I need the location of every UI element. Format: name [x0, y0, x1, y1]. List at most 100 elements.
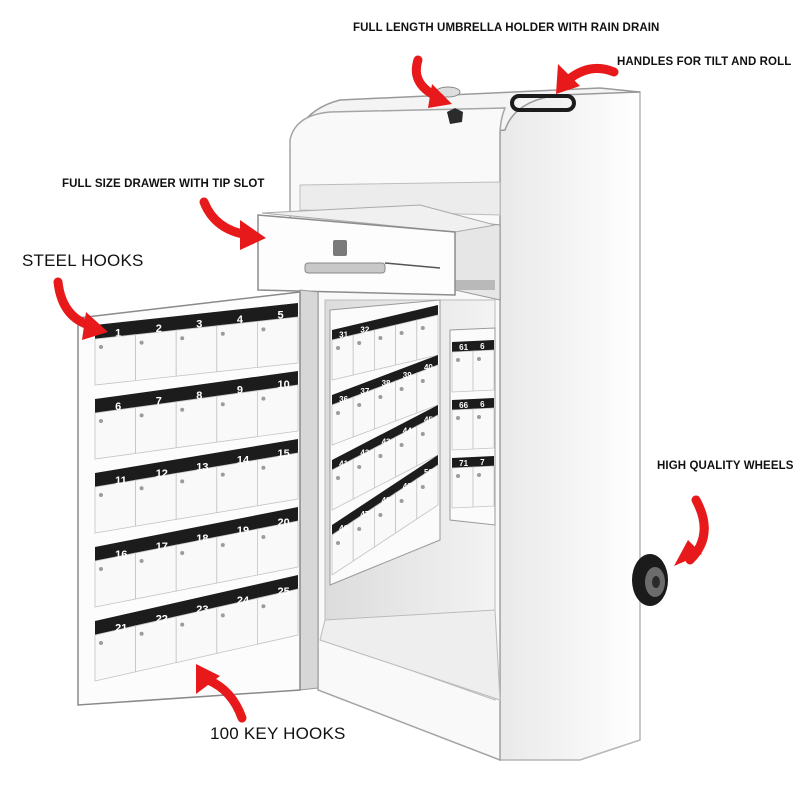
door-hook-cell — [94, 552, 137, 608]
door-hook-number: 11 — [115, 475, 127, 487]
door-hook-number: 23 — [196, 604, 208, 616]
door-hook-cell — [256, 588, 299, 645]
steel-hook-icon — [378, 454, 383, 458]
steel-hook-icon — [399, 387, 404, 391]
inner-right-hook-cell — [472, 465, 495, 508]
drawer-rail — [455, 280, 495, 290]
steel-hook-icon — [99, 419, 103, 423]
inner-right-hook-number: 6 — [480, 400, 485, 409]
inner-right-hook-cell — [472, 407, 495, 450]
steel-hook-icon — [180, 336, 185, 341]
steel-hook-icon — [220, 402, 225, 407]
steel-hook-icon — [180, 479, 185, 484]
steel-hook-icon — [336, 476, 340, 480]
inner-right-hook-number: 66 — [459, 401, 468, 410]
inner-left-hook-number: 36 — [339, 395, 348, 404]
steel-hook-icon — [180, 622, 185, 627]
steel-hook-icon — [357, 403, 362, 407]
door-hook-number: 5 — [277, 310, 283, 322]
door-hook-cell — [256, 520, 299, 576]
steel-hook-icon — [336, 541, 340, 545]
inner-left-hook-number: 39 — [403, 371, 412, 380]
steel-hook-icon — [261, 535, 266, 539]
cabinet-top-shelf — [299, 181, 501, 216]
steel-hook-icon — [420, 432, 425, 436]
steel-hook-icon — [261, 396, 266, 401]
inner-left-number-strip — [332, 455, 438, 535]
drawer-lock — [333, 240, 347, 256]
door-number-strip — [95, 439, 298, 487]
door-hook-cell — [135, 401, 177, 454]
steel-hook-icon — [357, 341, 362, 345]
door-hook-cell — [94, 479, 137, 534]
door-hook-number: 24 — [237, 595, 250, 607]
door-hook-number: 22 — [156, 613, 168, 625]
inner-left-hook-number: 48 — [382, 496, 391, 505]
inner-right-number-strip — [452, 340, 494, 352]
callout-handles: HANDLES FOR TILT AND ROLL — [617, 56, 792, 68]
inner-left-hook-number: 31 — [339, 330, 348, 339]
drawer-handle-bar — [304, 262, 386, 274]
cabinet-wheel — [632, 554, 668, 606]
arrow-steel-hooks-icon — [53, 277, 108, 340]
steel-hook-icon — [336, 411, 340, 415]
steel-hook-icon — [399, 499, 404, 503]
inner-left-hook-cell — [352, 388, 375, 438]
inner-left-number-strip — [332, 405, 438, 470]
inner-left-hook-cell — [373, 324, 397, 371]
inner-left-hook-number: 50 — [424, 468, 433, 477]
inner-left-hook-number: 40 — [424, 363, 433, 372]
steel-hook-icon — [180, 551, 185, 555]
door-number-strip — [95, 507, 298, 561]
inner-left-hook-cell — [416, 314, 439, 361]
door-hook-cell — [256, 384, 299, 438]
steel-hook-icon — [336, 346, 340, 350]
inner-left-hook-number: 41 — [339, 459, 348, 468]
steel-hook-icon — [477, 357, 481, 361]
steel-hook-icon — [99, 345, 103, 349]
steel-hook-icon — [99, 493, 103, 497]
door-hook-cell — [216, 390, 258, 443]
door-hook-cell — [94, 406, 137, 460]
steel-hook-icon — [220, 543, 225, 547]
inner-left-hook-cell — [416, 364, 439, 414]
steel-hook-icon — [477, 473, 481, 477]
door-hook-number: 12 — [156, 468, 168, 480]
steel-hook-icon — [378, 336, 383, 340]
door-number-strip — [95, 575, 298, 635]
inner-left-hook-number: 45 — [424, 415, 433, 424]
door-hook-number: 1 — [115, 327, 121, 339]
steel-hook-icon — [399, 331, 404, 335]
inner-right-hook-cell — [451, 466, 474, 509]
door-hook-cell — [256, 316, 299, 368]
inner-left-hook-number: 37 — [360, 387, 369, 396]
inner-left-hook-number: 43 — [382, 437, 391, 446]
inner-left-hook-cell — [373, 380, 397, 430]
door-hook-number: 16 — [115, 549, 127, 561]
inner-right-hook-number: 71 — [459, 459, 468, 468]
door-hook-cell — [175, 536, 218, 592]
steel-hook-icon — [220, 613, 225, 618]
inner-left-hook-cell — [395, 319, 418, 366]
steel-hook-icon — [399, 443, 404, 447]
door-hook-number: 3 — [196, 319, 202, 331]
inner-left-number-strip — [332, 305, 438, 340]
steel-hook-icon — [420, 485, 425, 489]
arrow-umbrella-icon — [411, 55, 452, 108]
inner-right-hook-number: 7 — [480, 458, 485, 467]
steel-hook-icon — [139, 413, 144, 418]
door-number-strip — [95, 371, 298, 413]
door-hook-cell — [175, 395, 218, 449]
door-number-strip — [95, 303, 298, 339]
steel-hook-icon — [220, 472, 225, 477]
door-hook-cell — [135, 472, 177, 527]
inner-right-hook-cell — [451, 350, 474, 393]
steel-hook-icon — [357, 465, 362, 469]
inner-right-hook-cell — [451, 408, 474, 451]
drawer-tip-slot — [384, 262, 441, 269]
arrow-drawer-icon — [199, 197, 266, 250]
door-hook-number: 2 — [156, 323, 162, 335]
open-door-side — [299, 289, 319, 691]
